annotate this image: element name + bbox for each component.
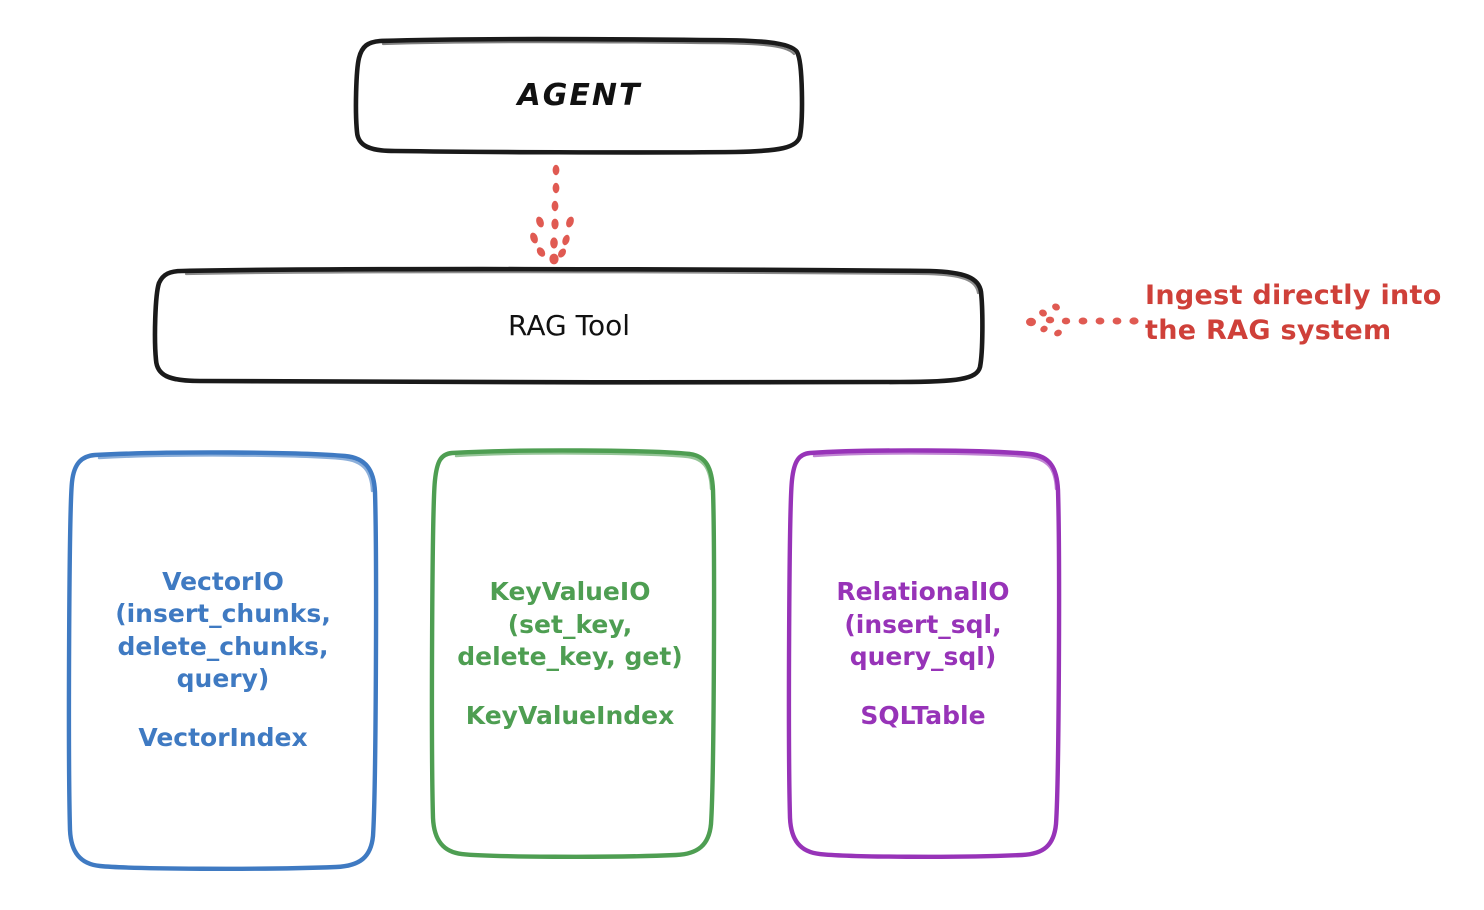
vector-io-primary-text: VectorIO (insert_chunks, delete_chunks, …	[115, 566, 331, 694]
vector-io-secondary-text: VectorIndex	[138, 722, 308, 752]
annotation-to-rag-arrow	[1026, 303, 1139, 337]
relational-io-node-label: RelationalIO (insert_sql, query_sql) SQL…	[788, 452, 1058, 856]
agent-to-rag-arrow	[530, 164, 574, 265]
key-value-io-box[interactable]	[429, 448, 717, 860]
ingest-annotation-text: Ingest directly into the RAG system	[1145, 280, 1442, 347]
relational-io-primary-text: RelationalIO (insert_sql, query_sql)	[836, 577, 1010, 671]
vector-io-box[interactable]	[66, 450, 379, 872]
agent-box[interactable]	[353, 36, 805, 155]
rag-tool-box[interactable]	[152, 266, 985, 385]
relational-io-box[interactable]	[786, 448, 1062, 860]
relational-io-secondary-text: SQLTable	[860, 700, 986, 730]
key-value-io-node-label: KeyValueIO (set_key, delete_key, get) Ke…	[428, 452, 712, 856]
vector-io-node-label: VectorIO (insert_chunks, delete_chunks, …	[72, 452, 374, 868]
key-value-io-primary-text: KeyValueIO (set_key, delete_key, get)	[457, 577, 683, 671]
key-value-io-secondary-text: KeyValueIndex	[465, 700, 675, 730]
